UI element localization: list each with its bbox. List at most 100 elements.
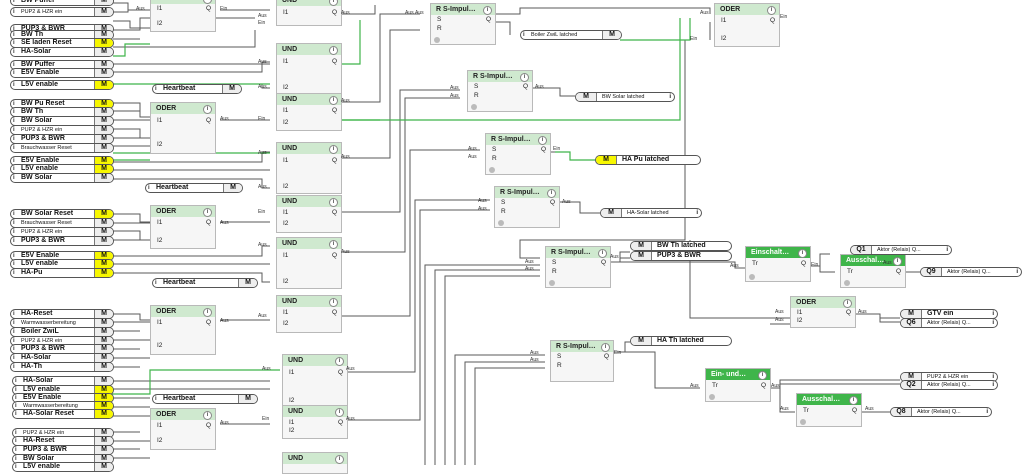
info-icon[interactable]: i	[203, 208, 212, 217]
gear-icon[interactable]	[549, 280, 555, 286]
actor-q6[interactable]: Q6 Aktor (Relais) Q... i	[900, 318, 998, 328]
info-icon[interactable]: i	[335, 408, 344, 417]
rs-impulse-block[interactable]: R S-Impul…i S Q R	[545, 246, 611, 288]
flag-label: HA-Reset	[21, 310, 53, 317]
info-icon[interactable]: i	[329, 0, 338, 6]
info-icon[interactable]: i	[335, 357, 344, 366]
gear-icon[interactable]	[471, 104, 477, 110]
gear-icon[interactable]	[498, 220, 504, 226]
heartbeat-flag[interactable]: i Heartbeat M	[152, 84, 242, 94]
info-icon[interactable]: i	[329, 198, 338, 207]
actor-q1[interactable]: Q1 Aktor (Relais) Q... i	[850, 245, 952, 255]
gear-icon[interactable]	[749, 274, 755, 280]
info-icon[interactable]: i	[601, 343, 610, 352]
ha-solar-latched-flag[interactable]: M HA-Solar latched i	[600, 208, 702, 218]
info-icon[interactable]: i	[329, 145, 338, 154]
rs-impulse-block[interactable]: R S-Impul…i S Q R	[494, 186, 560, 228]
info-icon[interactable]: i	[547, 189, 556, 198]
heartbeat-flag[interactable]: i Heartbeat M	[152, 394, 258, 404]
info-icon[interactable]: i	[203, 105, 212, 114]
gear-icon[interactable]	[844, 280, 850, 286]
info-icon[interactable]: i	[483, 6, 492, 15]
ein-und-block[interactable]: Ein- und…i Tr Q	[705, 368, 771, 402]
info-icon[interactable]: i	[798, 249, 807, 258]
block-title: UND	[282, 46, 298, 53]
rs-impulse-block[interactable]: R S-Impul…i S Q R	[430, 3, 496, 45]
info-icon[interactable]: i	[329, 298, 338, 307]
rs-impulse-block[interactable]: R S-Impul…i S Q R	[467, 70, 533, 112]
actor-q2[interactable]: Q2 Aktor (Relais) Q... i	[900, 380, 998, 390]
info-icon[interactable]: i	[329, 46, 338, 55]
ha-pu-latched-flag[interactable]: M HA Pu latched	[595, 155, 701, 165]
heartbeat-flag[interactable]: i Heartbeat M	[152, 278, 258, 288]
pup3-bwr-flag[interactable]: M PUP3 & BWR	[630, 251, 732, 261]
ausschalt-block[interactable]: Ausschal…i Tr Q	[796, 393, 862, 427]
info-icon[interactable]: i	[767, 6, 776, 15]
rs-impulse-block[interactable]: R S-Impul…i S Q R	[550, 340, 614, 382]
info-icon[interactable]: i	[329, 240, 338, 249]
heartbeat-flag[interactable]: i Heartbeat M	[145, 183, 243, 193]
info-icon[interactable]: i	[520, 73, 529, 82]
info-icon[interactable]: i	[203, 308, 212, 317]
actor-q9[interactable]: Q9 Aktor (Relais) Q... i	[920, 267, 1022, 277]
info-icon[interactable]: i	[843, 299, 852, 308]
info-icon[interactable]: i	[329, 96, 338, 105]
info-icon[interactable]: i	[335, 455, 344, 464]
info-icon[interactable]: i	[893, 257, 902, 266]
actor-q8[interactable]: Q8 Aktor (Relais) Q... i	[890, 407, 992, 417]
bw-solar-latched-flag[interactable]: M BW Solar latched i	[575, 92, 675, 102]
marker-badge: M	[94, 165, 113, 173]
port-q: Q	[895, 268, 901, 275]
ha-th-latched-flag[interactable]: M HA Th latched	[630, 336, 732, 346]
info-icon[interactable]: i	[203, 0, 212, 4]
einschalt-block[interactable]: Einschalt…i Tr Q	[745, 246, 811, 282]
ausschalt-block[interactable]: Ausschal…i Tr Q	[840, 254, 906, 288]
info-icon[interactable]: i	[538, 136, 547, 145]
info-icon[interactable]: i	[849, 396, 858, 405]
bw-th-latched-flag[interactable]: M BW Th latched	[630, 241, 732, 251]
marker-badge: M	[94, 210, 113, 218]
gear-icon[interactable]	[434, 37, 440, 43]
gear-icon[interactable]	[800, 419, 806, 425]
info-icon[interactable]: i	[203, 411, 212, 420]
info-icon[interactable]: i	[598, 249, 607, 258]
info-icon[interactable]: i	[758, 371, 767, 380]
gear-icon[interactable]	[709, 394, 715, 400]
rs-impulse-block[interactable]: R S-Impul…i S Q R	[485, 133, 551, 175]
gear-icon[interactable]	[489, 167, 495, 173]
block-title: ODER	[156, 411, 177, 418]
block-title: R S-Impul…	[473, 73, 513, 80]
boiler-zwil-latched-flag[interactable]: i Boiler ZwiL latched M	[520, 30, 622, 40]
